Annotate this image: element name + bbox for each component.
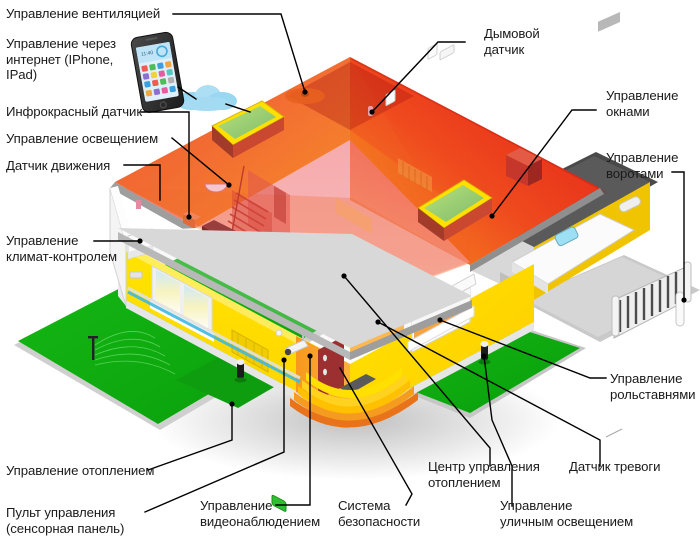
label-alarm-sensor: Датчик тревоги bbox=[569, 459, 661, 474]
label-smoke-line2: датчик bbox=[484, 41, 525, 57]
label-shutters-line1: Управление bbox=[610, 371, 683, 386]
annex-lamp bbox=[618, 196, 641, 213]
wall-sensor bbox=[275, 329, 283, 337]
radiator bbox=[398, 158, 432, 192]
water-pipe bbox=[127, 290, 301, 384]
label-smoke-line1: Дымовой bbox=[484, 26, 540, 41]
label-video-line1: Управление bbox=[200, 498, 273, 513]
label-street-line1: Управление bbox=[500, 498, 573, 513]
label-security-line1: Система bbox=[338, 498, 391, 513]
label-lighting: Управление освещением bbox=[6, 131, 159, 146]
control-plate bbox=[439, 44, 455, 61]
label-gates-line2: воротами bbox=[606, 165, 664, 181]
label-windows-line2: окнами bbox=[606, 103, 650, 119]
awning-panel bbox=[554, 226, 579, 247]
lawn-sprinkler bbox=[94, 331, 176, 375]
smartphone-device: 11:40 bbox=[130, 31, 185, 113]
skylight-window bbox=[211, 100, 285, 158]
lighting-switch bbox=[136, 200, 141, 209]
cloud-icon bbox=[175, 85, 237, 111]
chimney bbox=[506, 148, 542, 186]
label-control-panel-line2: (сенсорная панель) bbox=[6, 520, 125, 536]
label-internet-line1: Управление через bbox=[6, 36, 117, 51]
label-heating-center-line2: отоплением bbox=[428, 474, 501, 490]
label-heating-center-line1: Центр управления bbox=[428, 459, 540, 474]
label-climate-line1: Управление bbox=[6, 233, 79, 248]
driveway-gate bbox=[611, 261, 692, 339]
label-internet-line3: IPad) bbox=[6, 67, 38, 82]
label-motion-sensor: Датчик движения bbox=[6, 158, 111, 173]
radiator bbox=[336, 198, 372, 234]
label-shutters-line2: рольставнями bbox=[610, 386, 696, 402]
label-internet-line2: интернет (IPhone, bbox=[6, 51, 114, 67]
label-security-line2: безопасности bbox=[338, 513, 421, 529]
entrance-steps bbox=[290, 368, 418, 428]
infrared-sensor bbox=[183, 211, 201, 229]
touch-control-panel[interactable] bbox=[271, 494, 287, 512]
label-control-panel: Пульт управления(сенсорная панель) bbox=[6, 505, 124, 536]
label-gates-line1: Управление bbox=[606, 150, 679, 165]
door-mat bbox=[340, 374, 376, 394]
label-heating: Управление отоплением bbox=[6, 463, 155, 478]
gate-post bbox=[675, 291, 685, 327]
drain-grate bbox=[598, 11, 620, 32]
label-windows-line1: Управление bbox=[606, 88, 679, 103]
garden-lamp bbox=[234, 359, 247, 383]
label-ventilation: Управление вентиляцией bbox=[6, 6, 161, 21]
skylight-window bbox=[417, 179, 493, 241]
wall-outlet bbox=[129, 271, 143, 279]
label-street-line2: уличным освещением bbox=[500, 513, 634, 529]
driveway bbox=[520, 11, 700, 438]
svg-text:11:40: 11:40 bbox=[141, 50, 154, 58]
leader-lines bbox=[93, 13, 685, 513]
label-video-line2: видеонаблюдением bbox=[200, 513, 321, 529]
label-climate-line2: климат-контролем bbox=[6, 248, 117, 264]
attic-door bbox=[274, 186, 286, 224]
ground-floor bbox=[109, 43, 534, 512]
wall-switch bbox=[427, 43, 438, 60]
leader-dots bbox=[137, 89, 687, 407]
label-infrared-sensor: Инфрокрасный датчик bbox=[6, 104, 142, 119]
label-control-panel-line1: Пульт управления bbox=[6, 505, 116, 520]
